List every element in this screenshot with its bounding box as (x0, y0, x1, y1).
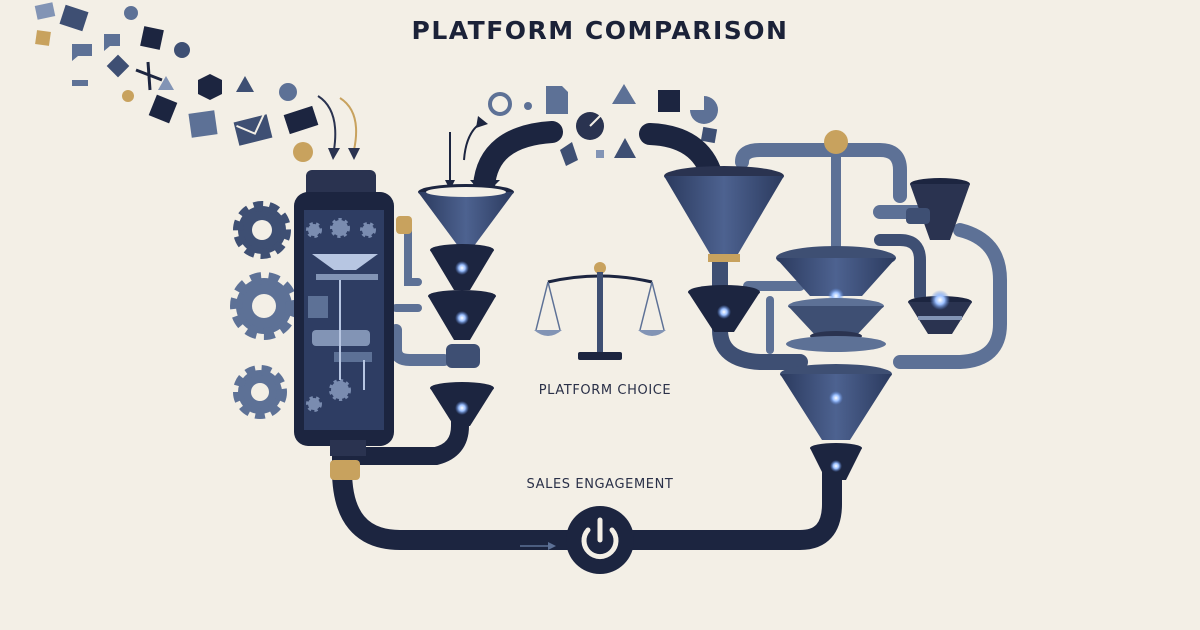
funnel-icon (810, 443, 862, 480)
scattered-data-shapes (34, 2, 360, 162)
page-title: PLATFORM COMPARISON (411, 16, 789, 45)
funnel-icon (906, 178, 970, 240)
gear-icon (230, 272, 298, 340)
middle-data-shapes (445, 84, 718, 190)
pipe-network (332, 121, 1007, 550)
processing-machine (230, 170, 412, 480)
envelope-icon (233, 109, 273, 146)
funnel-icon (688, 285, 760, 332)
scale-icon (534, 262, 666, 360)
document-icon (546, 86, 568, 114)
funnel-icon (788, 298, 884, 341)
right-funnel-complex (664, 130, 972, 480)
sales-engagement-label: SALES ENGAGEMENT (526, 477, 674, 492)
funnel-icon (776, 246, 896, 304)
funnel-icon (908, 290, 972, 334)
funnel-icon (428, 290, 496, 340)
arrow-icon (520, 542, 556, 550)
funnel-icon (430, 382, 494, 426)
funnel-icon (664, 166, 784, 262)
gear-icon (233, 201, 291, 259)
platform-choice-label: PLATFORM CHOICE (538, 383, 672, 398)
left-funnel-stack (418, 184, 514, 426)
funnel-icon (430, 244, 494, 290)
funnel-icon (418, 184, 514, 246)
gear-icon (233, 365, 287, 419)
funnel-icon (780, 364, 892, 440)
power-icon[interactable] (566, 506, 634, 574)
